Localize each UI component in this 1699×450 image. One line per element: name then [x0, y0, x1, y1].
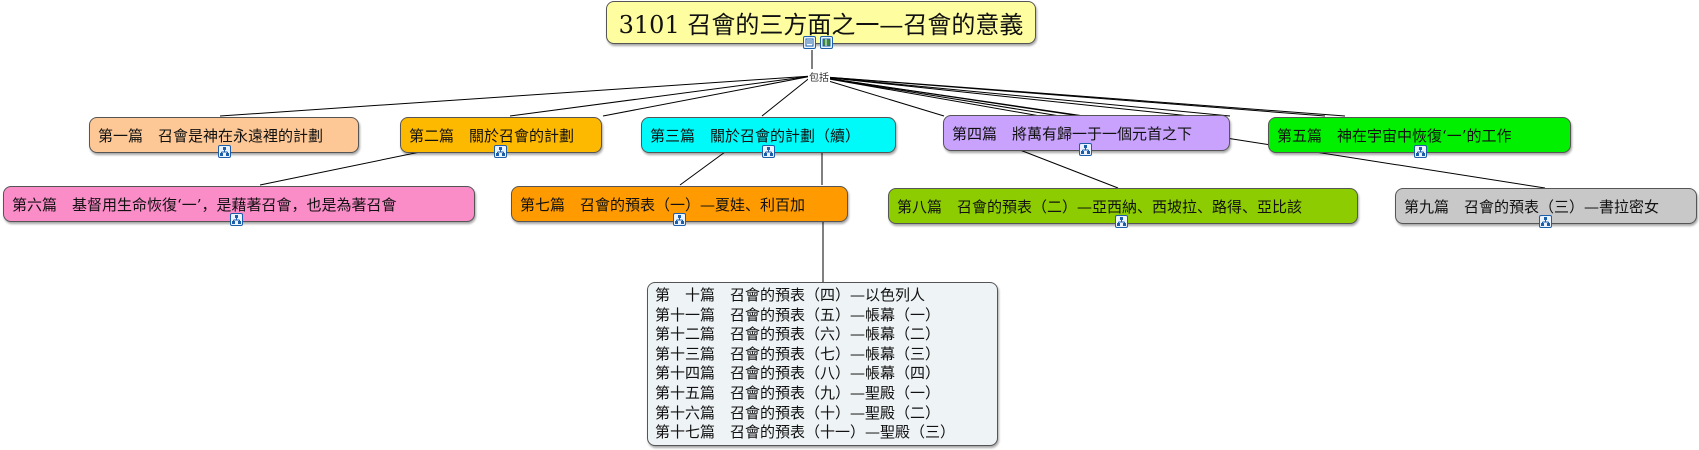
subtopic-map-icon[interactable]: [1115, 215, 1128, 228]
subtopic-map-icon[interactable]: [1539, 215, 1552, 228]
topic-label: 第八篇 召會的預表（二）—亞西納、西坡拉、路得、亞比該: [897, 197, 1303, 216]
list-item: 第十三篇 召會的預表（七）—帳幕（三）: [655, 344, 941, 363]
notes-icon[interactable]: [803, 36, 816, 49]
topic-label: 第五篇 神在宇宙中恢復‘一’的工作: [1277, 126, 1512, 145]
attachment-icon[interactable]: [820, 36, 833, 49]
topic-label: 第三篇 關於召會的計劃（續）: [650, 126, 861, 145]
subtopic-map-icon[interactable]: [218, 145, 231, 158]
list-item: 第十二篇 召會的預表（六）—帳幕（二）: [655, 325, 941, 344]
topic-label: 第二篇 關於召會的計劃: [409, 126, 575, 145]
topic-label: 第九篇 召會的預表（三）—書拉密女: [1404, 197, 1660, 216]
connector-label: 包括: [808, 69, 830, 84]
subtopic-map-icon[interactable]: [673, 213, 686, 226]
topic-label: 第六篇 基督用生命恢復‘一’，是藉著召會，也是為著召會: [12, 195, 397, 214]
list-item: 第十四篇 召會的預表（八）—帳幕（四）: [655, 364, 941, 383]
topic-node-2[interactable]: 第二篇 關於召會的計劃: [400, 117, 602, 153]
subtopic-map-icon[interactable]: [762, 145, 775, 158]
list-item: 第十六篇 召會的預表（十）—聖殿（二）: [655, 403, 941, 422]
list-item: 第十一篇 召會的預表（五）—帳幕（一）: [655, 305, 941, 324]
topic-label: 第七篇 召會的預表（一）—夏娃、利百加: [520, 195, 806, 214]
subtopic-map-icon[interactable]: [1079, 143, 1092, 156]
list-item: 第十五篇 召會的預表（九）—聖殿（一）: [655, 383, 941, 402]
topic-label: 第四篇 將萬有歸一于一個元首之下: [952, 124, 1193, 143]
topic-label: 第一篇 召會是神在永遠裡的計劃: [98, 126, 324, 145]
subtopic-map-icon[interactable]: [494, 145, 507, 158]
subtopic-map-icon[interactable]: [1414, 145, 1427, 158]
topic-node-8[interactable]: 第八篇 召會的預表（二）—亞西納、西坡拉、路得、亞比該: [888, 188, 1358, 224]
root-title: 3101 召會的三方面之一—召會的意義: [618, 11, 1024, 39]
chapter-list-node[interactable]: 第 十篇 召會的預表（四）—以色列人 第十一篇 召會的預表（五）—帳幕（一） 第…: [647, 282, 998, 446]
list-item: 第十七篇 召會的預表（十一）—聖殿（三）: [655, 423, 956, 442]
list-item: 第 十篇 召會的預表（四）—以色列人: [655, 286, 926, 304]
subtopic-map-icon[interactable]: [230, 213, 243, 226]
